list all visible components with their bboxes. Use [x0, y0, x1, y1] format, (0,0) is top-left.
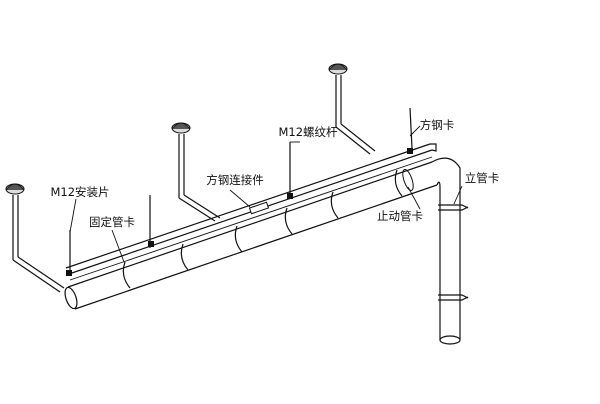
- diagonal-braces: [12, 123, 376, 293]
- label-stop-pipe-clamp: 止动管卡: [377, 209, 423, 223]
- label-square-steel-clamp: 方钢卡: [420, 118, 455, 132]
- label-vertical-pipe-clamp: 立管卡: [465, 171, 500, 185]
- label-fixed-clamp: 固定管卡: [89, 215, 135, 229]
- leader-lines: [69, 125, 463, 263]
- square-steel-beam: [65, 143, 437, 281]
- ceiling-anchor-middle: [171, 122, 191, 198]
- vertical-pipe-clamps: [438, 204, 469, 301]
- ceiling-anchor-right: [328, 63, 348, 127]
- label-m12-bracket: M12安装片: [50, 185, 109, 199]
- horizontal-pipe: [64, 161, 438, 310]
- ceiling-anchor-left: [5, 183, 25, 260]
- beam-fittings: [66, 107, 413, 276]
- label-square-steel-connector: 方钢连接件: [206, 173, 264, 187]
- vertical-pipe: [431, 157, 461, 345]
- label-m12-threaded-rod: M12螺纹杆: [278, 125, 338, 139]
- pipe-clamps: [122, 169, 414, 289]
